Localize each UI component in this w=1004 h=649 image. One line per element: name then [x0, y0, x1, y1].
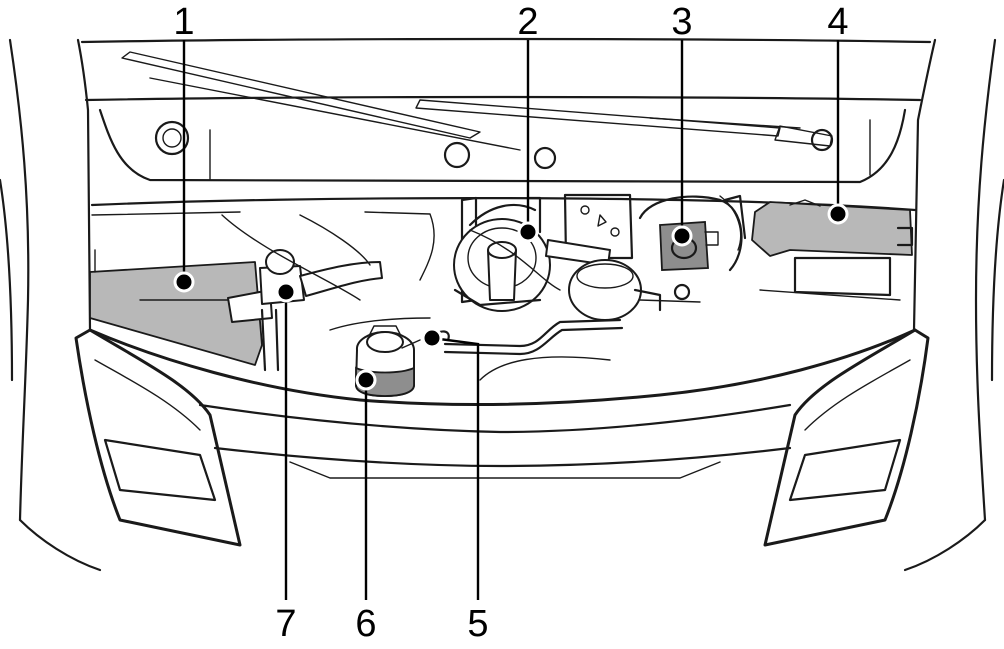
component-5-connector — [428, 229, 624, 381]
component-2-reservoir — [453, 196, 551, 312]
callout-label-3: 3 — [671, 1, 692, 43]
callout-dot-3 — [671, 225, 693, 247]
leader-5 — [431, 336, 480, 600]
callout-label-6: 6 — [355, 603, 376, 645]
callout-dot-4 — [827, 203, 849, 225]
callout-dots — [173, 203, 849, 391]
callout-dot-1 — [173, 271, 195, 293]
callout-labels: 1 2 3 4 5 6 7 — [173, 1, 848, 645]
callout-dot-2 — [517, 221, 539, 243]
cowl-panel — [90, 108, 917, 216]
component-4-module — [751, 199, 914, 301]
engine-components — [545, 193, 747, 321]
callout-dot-6 — [355, 369, 377, 391]
wiper-arms — [121, 51, 834, 170]
front-bumper — [18, 328, 987, 572]
callout-dot-7 — [275, 281, 297, 303]
callout-label-1: 1 — [173, 1, 194, 43]
callout-label-7: 7 — [275, 603, 296, 645]
leader-lines — [182, 40, 840, 600]
callout-label-5: 5 — [467, 603, 488, 645]
callout-dot-5 — [421, 327, 443, 349]
callout-label-2: 2 — [517, 1, 538, 43]
component-7-radiator-cap — [227, 249, 383, 372]
callout-label-4: 4 — [827, 1, 848, 43]
left-piping — [221, 211, 435, 331]
vehicle-body-outline — [0, 37, 1004, 522]
